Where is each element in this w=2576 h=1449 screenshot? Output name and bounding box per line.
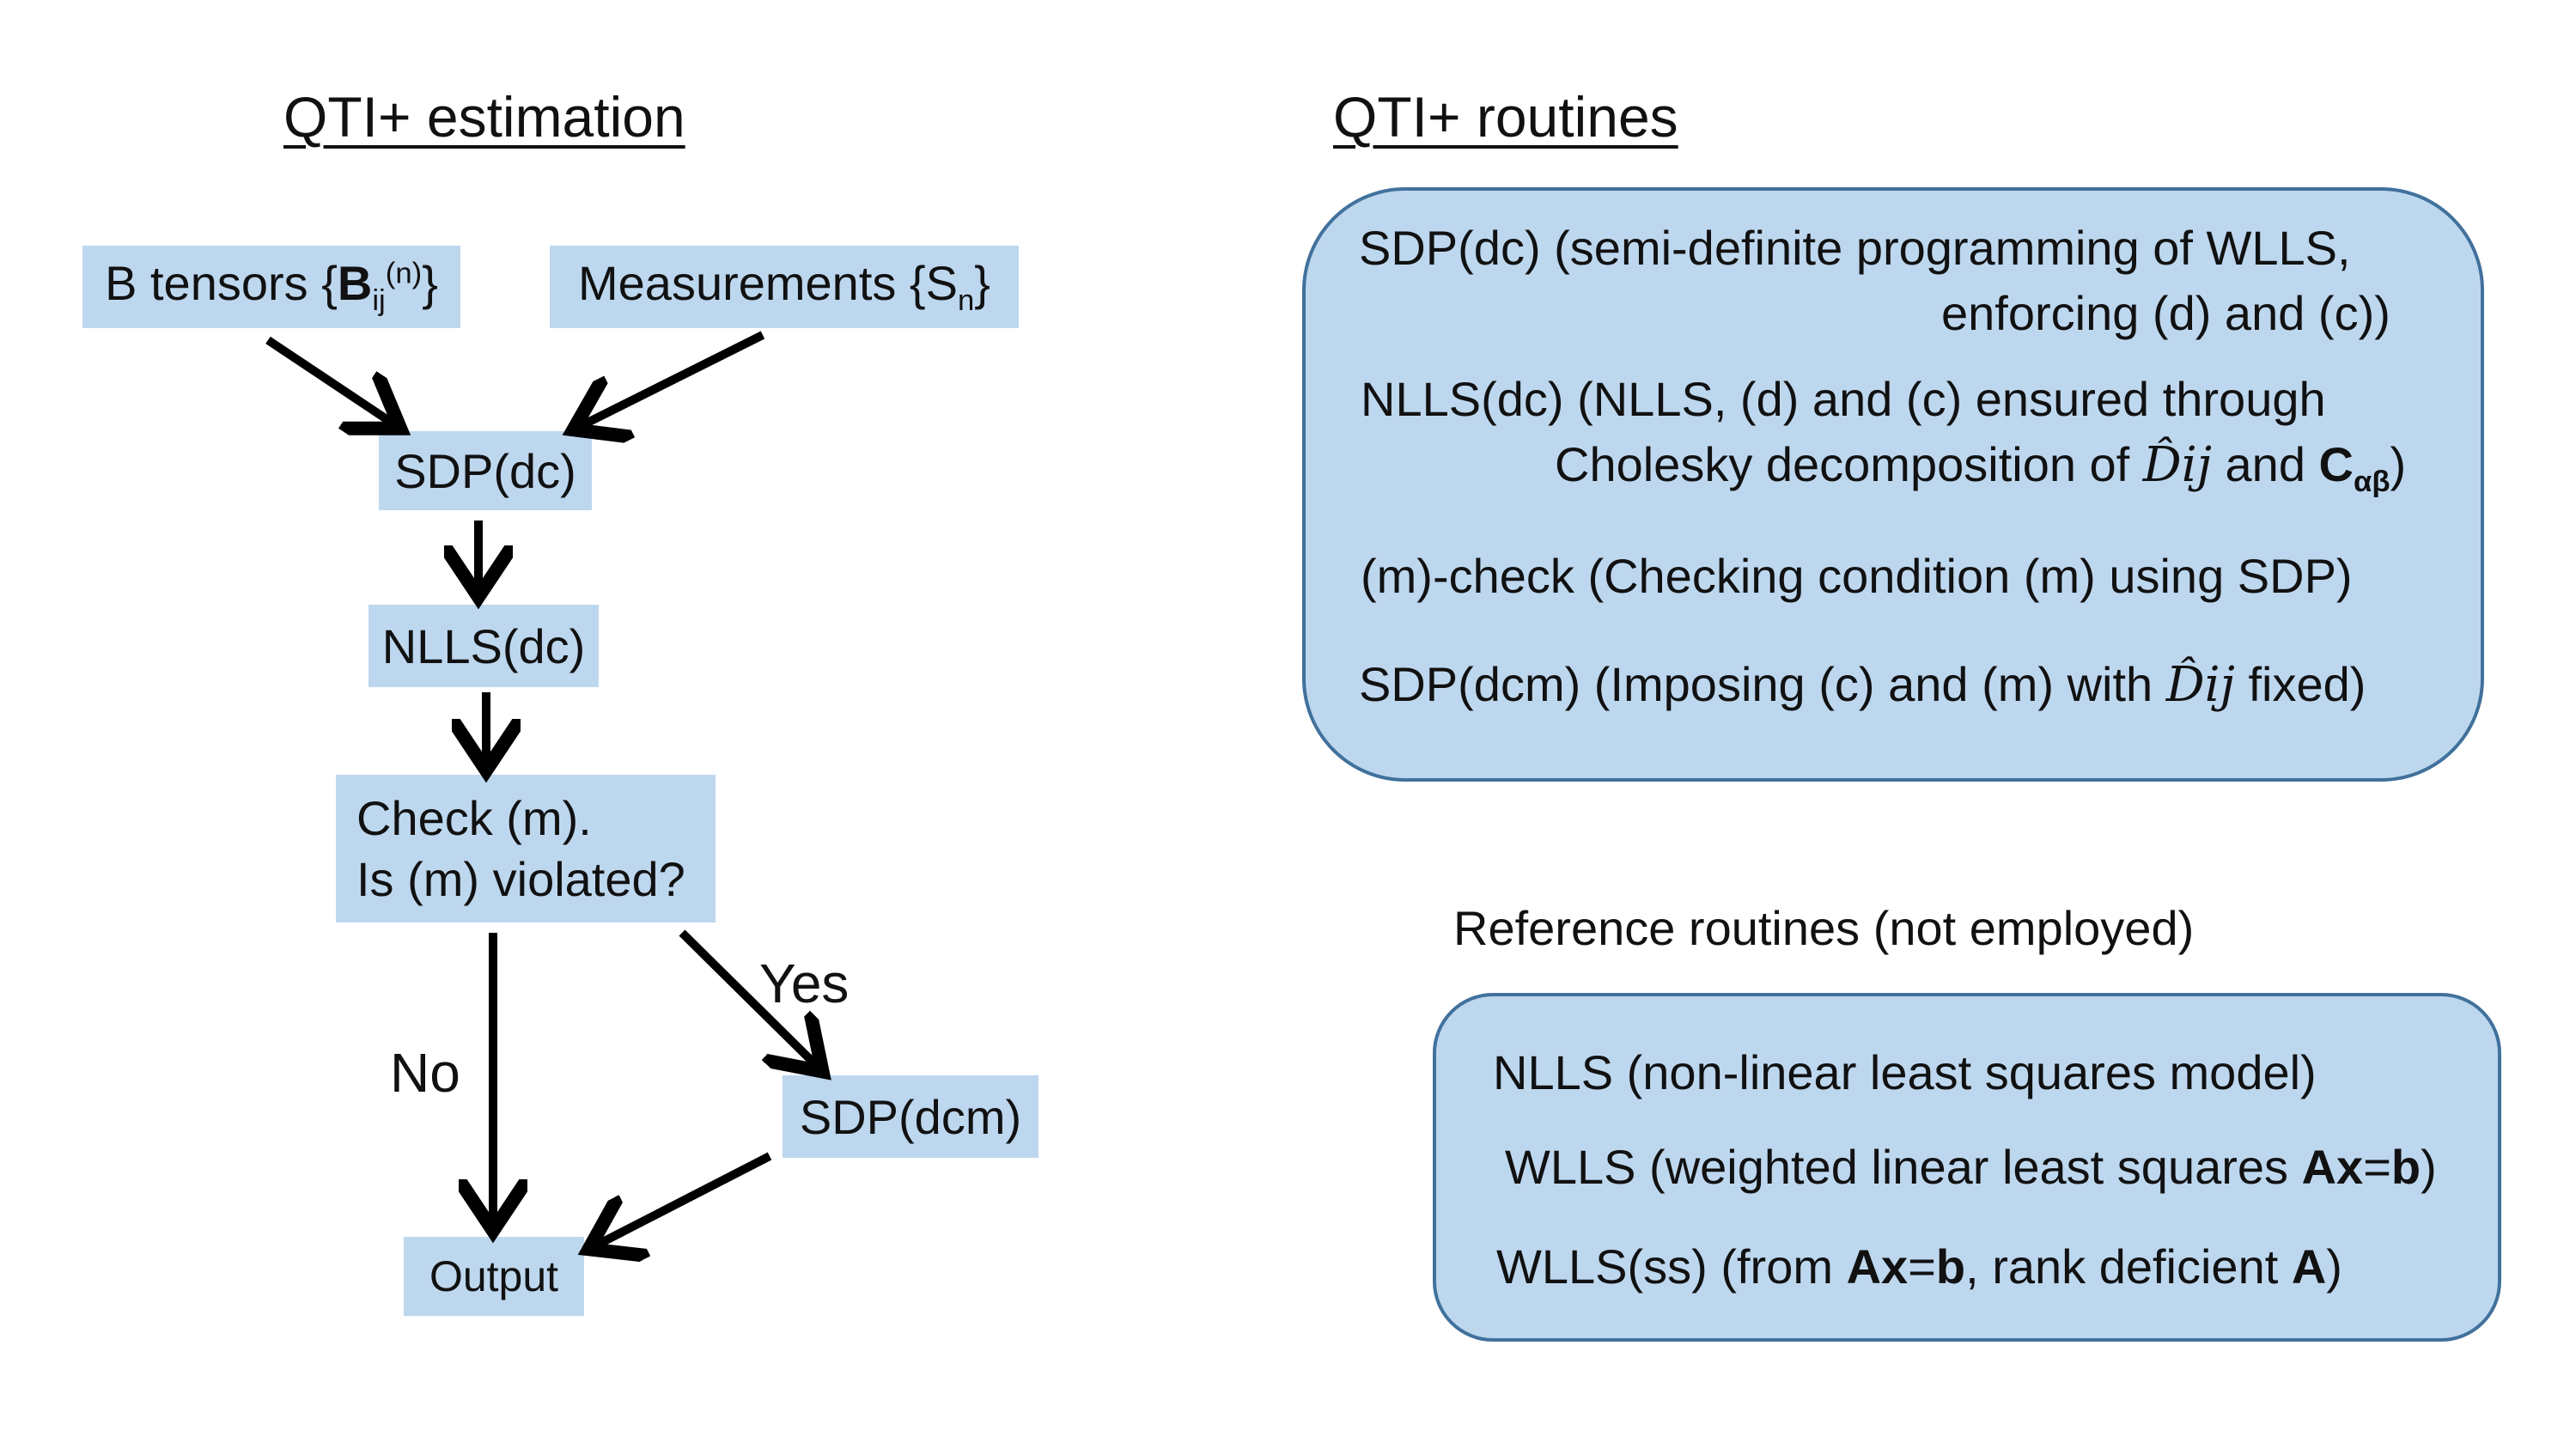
routine-sdp-dcm: SDP(dcm) (Imposing (c) and (m) with D̂ij… [1359,657,2366,713]
sdp-dcm-label: SDP(dcm) [799,1089,1022,1144]
routine-nlls-dc-line2: Cholesky decomposition of D̂ij and Cαβ) [1555,437,2407,499]
sdp-dc-box: SDP(dc) [379,431,592,510]
d-hat-symbol: D̂ij [2165,657,2235,713]
sdp-dc-label: SDP(dc) [394,443,576,498]
arrow-check-to-sdpdcm-yes [679,929,819,1068]
nlls-dc-label: NLLS(dc) [381,618,586,673]
d-hat-symbol: D̂ij [2142,437,2212,493]
output-label: Output [429,1252,559,1300]
routines-panel [1302,187,2484,782]
arrow-sdpdcm-to-output [593,1152,772,1247]
sdp-dcm-box: SDP(dcm) [783,1075,1038,1158]
b-tensors-label: B tensors {Bij(n)} [105,256,438,318]
measurements-box: Measurements {Sn} [550,246,1019,328]
routines-title: QTI+ routines [1333,85,1678,149]
check-m-box: Check (m). Is (m) violated? [336,775,716,922]
arrow-btensors-to-sdpdc [265,336,397,426]
reference-wlls: WLLS (weighted linear least squares Ax=b… [1505,1140,2437,1194]
no-label: No [390,1042,460,1104]
arrow-measurements-to-sdpdc [577,331,765,428]
routine-sdp-dc-line1: SDP(dc) (semi-definite programming of WL… [1359,221,2351,275]
yes-label: Yes [759,953,850,1014]
estimation-title: QTI+ estimation [283,85,685,149]
routine-nlls-dc-line1: NLLS(dc) (NLLS, (d) and (c) ensured thro… [1361,372,2326,426]
b-tensors-box: B tensors {Bij(n)} [82,246,460,328]
reference-wlls-ss: WLLS(ss) (from Ax=b, rank deficient A) [1496,1239,2342,1294]
routine-m-check: (m)-check (Checking condition (m) using … [1361,549,2353,603]
output-box: Output [404,1237,584,1316]
check-m-line2: Is (m) violated? [356,852,685,906]
reference-nlls: NLLS (non-linear least squares model) [1493,1045,2317,1099]
check-m-line1: Check (m). [356,791,592,845]
reference-title: Reference routines (not employed) [1453,901,2195,955]
reference-panel [1433,993,2501,1342]
measurements-label: Measurements {Sn} [578,256,990,318]
nlls-dc-box: NLLS(dc) [368,605,599,687]
routine-sdp-dc-line2: enforcing (d) and (c)) [1941,286,2390,340]
